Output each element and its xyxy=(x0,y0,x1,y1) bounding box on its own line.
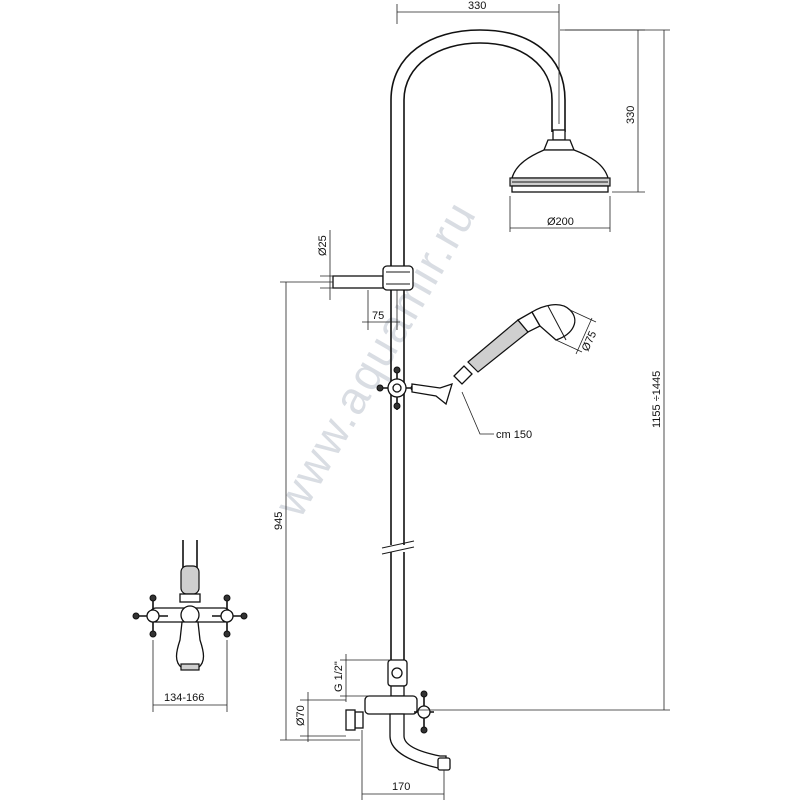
dim-arm-height: 330 xyxy=(625,106,637,124)
hand-shower xyxy=(453,304,576,385)
dim-pipe-diameter: Ø25 xyxy=(317,235,329,256)
upper-wall-bracket xyxy=(332,265,414,291)
dim-spout-base-diameter: Ø70 xyxy=(295,705,307,726)
dim-spout-reach: 170 xyxy=(392,781,410,793)
dim-head-diameter: Ø200 xyxy=(547,216,574,228)
dim-connection-thread: G 1/2" xyxy=(333,661,345,692)
bath-mixer-side-view xyxy=(345,690,451,771)
bath-mixer-front-view xyxy=(132,540,248,671)
dim-arm-width: 330 xyxy=(468,0,486,12)
watermark-text: www.aquamir.ru xyxy=(263,191,486,526)
dim-hose-length: cm 150 xyxy=(496,429,532,441)
dim-bracket-offset: 75 xyxy=(372,310,384,322)
hand-shower-holder xyxy=(376,366,453,410)
shower-column xyxy=(381,29,566,660)
dim-total-height: 1155 ÷1445 xyxy=(651,371,663,428)
rain-shower-head xyxy=(509,129,611,193)
dim-lower-height: 945 xyxy=(273,512,285,530)
dim-hand-shower-diameter: Ø75 xyxy=(580,329,599,353)
dim-mixer-centers: 134-166 xyxy=(164,692,204,704)
dimension-lines xyxy=(152,4,670,800)
diverter-connection xyxy=(387,659,408,697)
